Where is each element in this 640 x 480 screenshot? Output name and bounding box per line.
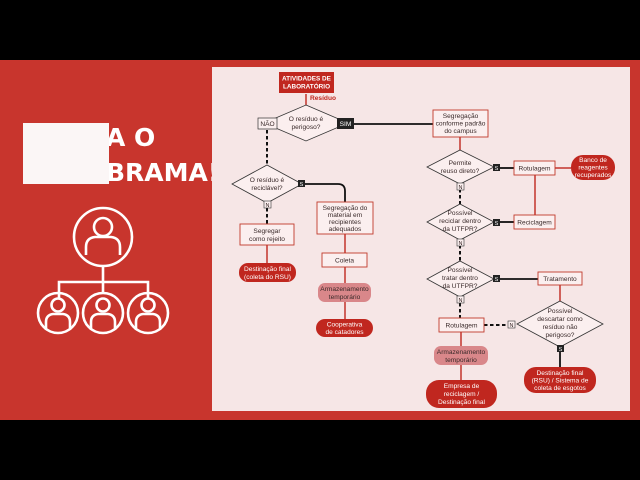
final-rsu-node: Destinação final (coleta do RSU) <box>239 263 296 282</box>
temp-storage-node-2: Armazenamento temporário <box>434 346 488 365</box>
svg-text:SIM: SIM <box>340 121 352 128</box>
white-cover-box <box>23 123 109 184</box>
decision-discard: Possível descartar como resíduo não peri… <box>516 300 604 348</box>
s-badge: S <box>298 180 305 188</box>
labeling-box-2: Rotulagem <box>438 317 485 333</box>
connectors <box>266 94 571 380</box>
n-badge: N <box>456 238 465 247</box>
svg-text:reuso direto?: reuso direto? <box>441 168 480 175</box>
svg-text:Rotulagem: Rotulagem <box>446 323 478 330</box>
svg-text:Segregar: Segregar <box>253 228 281 235</box>
segregate-material-box: Segregação do material em recipientes ad… <box>316 201 374 235</box>
no-label-badge: NÃO <box>257 117 278 130</box>
svg-text:Destinação final: Destinação final <box>244 266 291 273</box>
svg-text:N: N <box>266 203 270 209</box>
s-badge: S <box>493 275 500 283</box>
svg-text:N: N <box>510 323 514 329</box>
svg-text:S: S <box>300 182 304 188</box>
svg-text:ATIVIDADES DE: ATIVIDADES DE <box>282 76 332 83</box>
svg-text:adequados: adequados <box>329 226 362 233</box>
collection-box: Coleta <box>321 252 368 268</box>
svg-text:reciclagem /: reciclagem / <box>444 391 480 398</box>
svg-text:S: S <box>495 166 499 172</box>
n-badge: N <box>456 295 465 304</box>
svg-text:Destinação final: Destinação final <box>537 370 584 377</box>
svg-text:N: N <box>459 241 463 247</box>
bottom-letterbox <box>0 420 640 480</box>
top-letterbox <box>0 0 640 60</box>
svg-text:LABORATÓRIO: LABORATÓRIO <box>283 82 330 91</box>
residue-label: Resíduo <box>310 95 336 102</box>
temp-storage-node: Armazenamento temporário <box>318 283 371 302</box>
svg-text:recuperados: recuperados <box>575 172 612 179</box>
svg-text:descartar como: descartar como <box>537 316 583 323</box>
start-node-lab-activities: ATIVIDADES DE LABORATÓRIO <box>279 72 334 93</box>
svg-text:Armazenamento: Armazenamento <box>320 286 369 293</box>
svg-text:Possível: Possível <box>548 308 573 315</box>
s-badge: S <box>493 164 500 172</box>
svg-text:O resíduo é: O resíduo é <box>289 116 324 123</box>
svg-text:reagentes: reagentes <box>578 165 608 172</box>
svg-text:S: S <box>495 221 499 227</box>
svg-text:Possível: Possível <box>448 267 473 274</box>
svg-text:S: S <box>495 277 499 283</box>
cooperative-node: Cooperativa de catadores <box>316 319 373 337</box>
svg-text:reciclar dentro: reciclar dentro <box>439 218 481 225</box>
svg-text:recipientes: recipientes <box>329 219 362 226</box>
svg-text:N: N <box>459 298 463 304</box>
svg-text:de catadores: de catadores <box>325 329 364 336</box>
svg-text:(RSU) / Sistema de: (RSU) / Sistema de <box>532 378 589 385</box>
svg-text:Reciclagem: Reciclagem <box>517 220 552 227</box>
treatment-box: Tratamento <box>537 271 583 286</box>
svg-text:Possível: Possível <box>448 210 473 217</box>
svg-text:Tratamento: Tratamento <box>543 276 577 283</box>
svg-text:da UTFPR?: da UTFPR? <box>443 226 478 233</box>
svg-text:temporário: temporário <box>329 294 361 301</box>
svg-text:S: S <box>559 347 563 353</box>
recycling-company-node: Empresa de reciclagem / Destinação final <box>426 380 497 408</box>
svg-text:Segregação do: Segregação do <box>323 205 368 212</box>
svg-text:reciclável?: reciclável? <box>251 185 282 192</box>
segregate-campus-box: Segregação conforme padrão do campus <box>432 109 489 138</box>
svg-text:Permite: Permite <box>449 160 472 167</box>
recycling-box: Reciclagem <box>513 214 556 230</box>
svg-text:O resíduo é: O resíduo é <box>250 177 285 184</box>
svg-text:do campus: do campus <box>444 128 477 135</box>
svg-text:perigoso?: perigoso? <box>546 332 575 339</box>
n-badge: N <box>263 200 272 209</box>
svg-text:da UTFPR?: da UTFPR? <box>443 283 478 290</box>
svg-text:Cooperativa: Cooperativa <box>327 322 363 329</box>
segregate-reject-box: Segregar como rejeito <box>239 223 295 246</box>
labeling-box: Rotulagem <box>513 160 556 176</box>
organization-chart-icon <box>36 206 170 335</box>
svg-text:material em: material em <box>328 212 363 219</box>
n-badge: N <box>507 320 516 329</box>
final-sewage-node: Destinação final (RSU) / Sistema de cole… <box>524 367 596 393</box>
svg-text:Armazenamento: Armazenamento <box>437 349 486 356</box>
svg-text:resíduo não: resíduo não <box>543 324 578 331</box>
svg-text:Segregação: Segregação <box>443 113 479 120</box>
yes-label-badge: SIM <box>337 118 354 129</box>
s-badge: S <box>557 345 564 353</box>
svg-text:como rejeito: como rejeito <box>249 236 285 243</box>
svg-text:Coleta: Coleta <box>335 258 354 265</box>
svg-text:Banco de: Banco de <box>579 157 607 164</box>
svg-text:tratar dentro: tratar dentro <box>442 275 478 282</box>
svg-text:NÃO: NÃO <box>260 119 274 128</box>
svg-text:(coleta do RSU): (coleta do RSU) <box>244 274 291 281</box>
svg-text:coleta de esgotos: coleta de esgotos <box>534 385 586 392</box>
svg-text:Rotulagem: Rotulagem <box>519 166 551 173</box>
svg-text:Empresa de: Empresa de <box>444 383 480 390</box>
decision-hazardous: O resíduo é perigoso? <box>262 104 350 142</box>
title-line-2: BRAMA! <box>106 158 219 187</box>
svg-text:N: N <box>459 185 463 191</box>
title-line-1: A O <box>106 123 155 152</box>
reagent-bank-node: Banco de reagentes recuperados <box>571 155 615 180</box>
s-badge: S <box>493 219 500 227</box>
svg-text:temporário: temporário <box>445 357 477 364</box>
n-badge: N <box>456 182 465 191</box>
svg-text:perigoso?: perigoso? <box>292 124 321 131</box>
svg-text:conforme padrão: conforme padrão <box>436 121 486 128</box>
svg-text:Destinação final: Destinação final <box>438 399 485 406</box>
